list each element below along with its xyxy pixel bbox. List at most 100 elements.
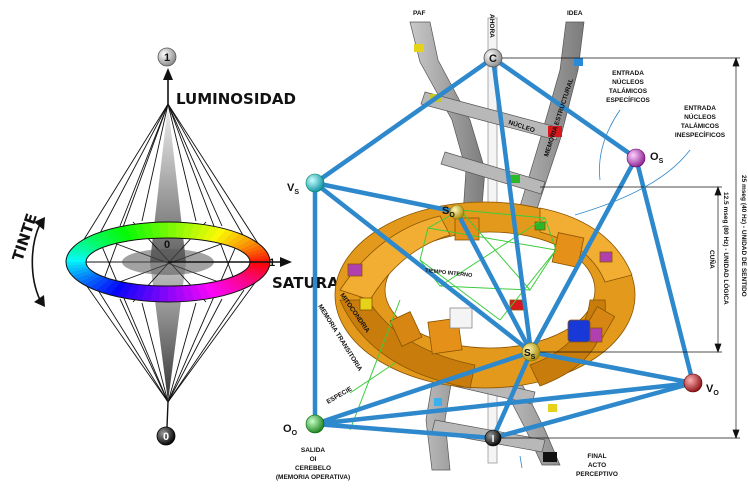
hue-segment bbox=[242, 245, 265, 254]
hue-segment bbox=[72, 244, 94, 254]
hue-segment bbox=[109, 227, 128, 243]
hue-segment bbox=[208, 281, 227, 297]
especie-label: ESPECIE bbox=[326, 385, 354, 405]
unidad-sentido-label: 25 mseg (40 Hz) - UNIDAD DE SENTIDO bbox=[740, 175, 747, 297]
hue-segment bbox=[69, 268, 91, 276]
hue-segment bbox=[167, 285, 177, 302]
node-os-label: OS bbox=[650, 151, 664, 165]
hue-segment bbox=[202, 225, 220, 242]
luminosidad-label: LUMINOSIDAD bbox=[176, 90, 296, 108]
hue-segment bbox=[244, 268, 267, 277]
hue-ring bbox=[66, 222, 270, 302]
hue-segment bbox=[66, 254, 88, 260]
hue-segment bbox=[159, 222, 169, 239]
svg-text:OI: OI bbox=[310, 456, 317, 463]
hue-segment bbox=[220, 279, 241, 293]
perception-model: C I VS OS SO SS VO OO PAF IDEA AHORA NÚC… bbox=[276, 10, 747, 481]
idea-label: IDEA bbox=[567, 10, 583, 17]
hue-segment bbox=[67, 251, 89, 258]
hue-segment bbox=[84, 236, 106, 249]
tinte-arrow bbox=[31, 223, 41, 301]
final-block: FINAL ACTO PERCEPTIVO bbox=[576, 453, 618, 478]
blue-edges bbox=[312, 55, 696, 441]
hue-segment bbox=[140, 285, 154, 302]
top-one-label: 1 bbox=[164, 52, 170, 64]
hue-segment bbox=[220, 231, 241, 246]
node-oo bbox=[305, 414, 325, 434]
hue-segment bbox=[247, 266, 269, 273]
svg-text:FINAL: FINAL bbox=[587, 453, 606, 460]
hue-segment bbox=[117, 225, 135, 242]
hue-segment bbox=[66, 263, 88, 269]
hue-segment bbox=[242, 270, 264, 280]
node-ss-label: SS bbox=[524, 348, 536, 361]
node-c bbox=[483, 48, 503, 68]
hue-segment bbox=[67, 265, 89, 273]
hue-segment bbox=[215, 229, 235, 244]
hue-segment bbox=[196, 224, 212, 241]
hue-segment bbox=[188, 284, 203, 301]
svg-text:TALÁMICOS: TALÁMICOS bbox=[609, 86, 648, 95]
hue-segment bbox=[124, 283, 140, 300]
hue-segment bbox=[158, 285, 168, 302]
svg-text:INESPECÍFICOS: INESPECÍFICOS bbox=[675, 130, 726, 139]
node-oo-label: OO bbox=[283, 423, 298, 437]
hue-segment bbox=[238, 272, 261, 283]
entrada-inespecificos-block: ENTRADA NÚCLEOS TALÁMICOS INESPECÍFICOS bbox=[675, 105, 726, 139]
svg-text:PERCEPTIVO: PERCEPTIVO bbox=[576, 471, 618, 478]
svg-text:NÚCLEOS: NÚCLEOS bbox=[684, 112, 716, 121]
hue-segment bbox=[245, 248, 267, 256]
paf-label: PAF bbox=[413, 10, 426, 17]
hue-segment bbox=[239, 242, 261, 253]
hue-segment bbox=[201, 282, 219, 299]
hue-segment bbox=[95, 278, 116, 293]
hue-segment bbox=[89, 277, 110, 291]
hue-segment bbox=[230, 236, 253, 249]
dimension-lines bbox=[498, 57, 740, 439]
node-so-label: SO bbox=[442, 205, 455, 219]
hue-segment bbox=[249, 262, 270, 266]
hue-segment bbox=[83, 275, 106, 288]
hue-segment bbox=[75, 241, 98, 252]
center-zero-label: 0 bbox=[164, 239, 170, 251]
entrada-especificos-block: ENTRADA NÚCLEOS TALÁMICOS ESPECÍFICOS bbox=[606, 70, 650, 104]
node-so bbox=[449, 204, 465, 220]
hue-segment bbox=[79, 273, 101, 285]
hue-segment bbox=[168, 222, 178, 239]
hue-segment bbox=[66, 258, 87, 262]
node-vo bbox=[683, 373, 703, 393]
node-i-label: I bbox=[492, 434, 495, 445]
hue-segment bbox=[235, 239, 257, 251]
color-solid: 1 0 LUMINOSIDAD 0 1 SATURACIÓN TINTE bbox=[9, 47, 381, 446]
node-vs bbox=[305, 173, 325, 193]
hue-segment bbox=[214, 280, 234, 295]
svg-text:ESPECÍFICOS: ESPECÍFICOS bbox=[606, 95, 650, 104]
ahora-label: AHORA bbox=[488, 14, 495, 38]
cuna-label: CUÑA bbox=[708, 250, 717, 269]
hue-segment bbox=[182, 222, 196, 239]
hue-segment bbox=[195, 283, 212, 300]
luminosity-arrowhead bbox=[163, 68, 173, 80]
tiempo-interno-label: TIEMPO INTERNO bbox=[425, 268, 473, 279]
hue-segment bbox=[124, 224, 141, 241]
svg-text:ENTRADA: ENTRADA bbox=[684, 105, 716, 112]
ring-one-label: 1 bbox=[269, 257, 275, 269]
hue-segment bbox=[226, 233, 247, 247]
tinte-arrowhead-bottom bbox=[34, 295, 45, 307]
bottom-zero-label: 0 bbox=[163, 431, 169, 443]
bottom-axis bbox=[166, 401, 169, 428]
top-one-ball bbox=[157, 47, 177, 67]
unidad-logica-label: 12.5 mseg (80 Hz) - UNIDAD LÓGICA bbox=[722, 192, 731, 305]
hue-segment bbox=[234, 274, 257, 286]
tinte-arrowhead-top bbox=[34, 217, 45, 230]
node-i bbox=[484, 429, 502, 447]
node-os bbox=[626, 148, 646, 168]
hue-segment bbox=[89, 233, 111, 247]
hue-segment bbox=[102, 229, 122, 244]
hue-segment bbox=[75, 271, 97, 282]
hue-segment bbox=[108, 281, 127, 297]
pointer-lines bbox=[519, 109, 691, 469]
bottom-zero-ball bbox=[156, 426, 176, 446]
node-vs-label: VS bbox=[287, 182, 299, 196]
